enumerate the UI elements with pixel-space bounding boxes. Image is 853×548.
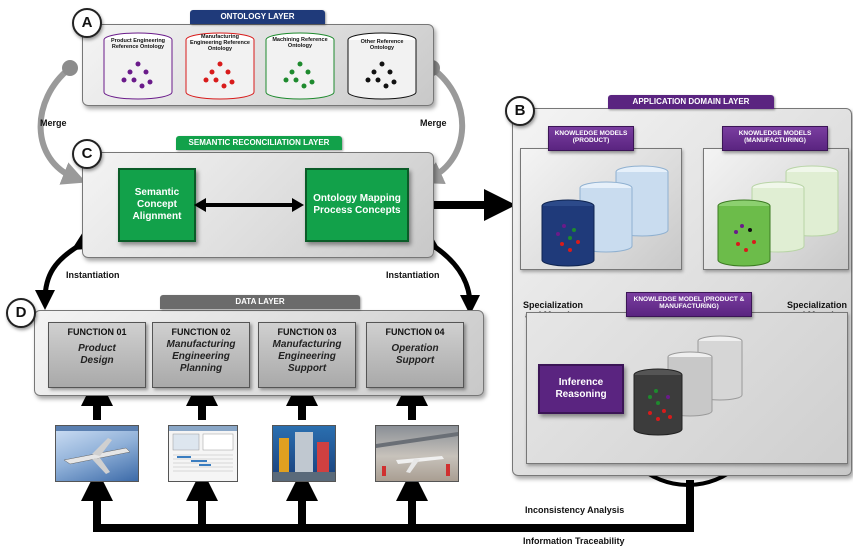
data-layer-tab: DATA LAYER — [160, 295, 360, 309]
manufacturing-support-image — [272, 425, 336, 482]
function-04-box: FUNCTION 04 Operation Support — [366, 322, 464, 388]
semantic-double-arrow — [194, 198, 304, 212]
ontology-cylinder-product — [103, 32, 173, 100]
function-01-body: Product Design — [78, 343, 116, 366]
instantiation-left-label: Instantiation — [66, 270, 120, 280]
instantiation-right-label: Instantiation — [386, 270, 440, 280]
semantic-box1-text: Semantic Concept Alignment — [132, 187, 182, 222]
ontology-layer-tab: ONTOLOGY LAYER — [190, 10, 325, 24]
badge-b: B — [505, 96, 535, 126]
merge-right-arrow — [419, 65, 466, 184]
merge-left-label: Merge — [40, 118, 67, 128]
inconsistency-analysis-label: Inconsistency Analysis — [525, 505, 625, 515]
inference-reasoning-text: Inference Reasoning — [555, 377, 607, 400]
ontology-cylinders — [103, 32, 417, 100]
function-03-body: Manufacturing Engineering Support — [272, 339, 342, 374]
product-models-tab: KNOWLEDGE MODELS (PRODUCT) — [548, 126, 634, 151]
combined-cylinders — [633, 335, 743, 436]
function-01-box: FUNCTION 01 Product Design — [48, 322, 146, 388]
merge-left-arrow — [37, 65, 87, 185]
ontology-cylinder-machining — [265, 32, 335, 100]
manufacturing-cylinders — [717, 165, 839, 267]
merge-right-label: Merge — [420, 118, 447, 128]
ontology-cylinder-manufacturing — [185, 32, 255, 100]
function-03-title: FUNCTION 03 — [277, 327, 337, 337]
function-04-title: FUNCTION 04 — [385, 327, 445, 337]
product-cylinders — [541, 165, 669, 267]
cad-aircraft-image — [55, 425, 139, 482]
badge-a: A — [72, 8, 102, 38]
manufacturing-models-tab: KNOWLEDGE MODELS (MANUFACTURING) — [722, 126, 828, 151]
ontology-label-manufacturing: Manufacturing Engineering Reference Onto… — [190, 34, 250, 52]
function-04-body: Operation Support — [391, 343, 439, 366]
ontology-label-machining: Machining Reference Ontology — [272, 37, 328, 49]
application-layer-tab: APPLICATION DOMAIN LAYER — [608, 95, 774, 109]
combined-model-tab: KNOWLEDGE MODEL (PRODUCT & MANUFACTURING… — [626, 292, 752, 317]
semantic-layer-tab: SEMANTIC RECONCILIATION LAYER — [176, 136, 342, 150]
function-02-body: Manufacturing Engineering Planning — [166, 339, 236, 374]
semantic-concept-alignment-box: Semantic Concept Alignment — [118, 168, 196, 242]
inference-reasoning-box: Inference Reasoning — [538, 364, 624, 414]
operation-hangar-image — [375, 425, 459, 482]
ontology-cylinder-other — [347, 32, 417, 100]
planning-software-image — [168, 425, 238, 482]
function-03-box: FUNCTION 03 Manufacturing Engineering Su… — [258, 322, 356, 388]
function-02-title: FUNCTION 02 — [171, 327, 231, 337]
function-01-title: FUNCTION 01 — [67, 327, 127, 337]
information-traceability-label: Information Traceability — [523, 536, 625, 546]
ontology-label-product: Product Engineering Reference Ontology — [110, 38, 166, 50]
badge-d: D — [6, 298, 36, 328]
function-02-box: FUNCTION 02 Manufacturing Engineering Pl… — [152, 322, 250, 388]
traceability-bus — [93, 480, 694, 532]
ontology-mapping-box: Ontology Mapping Process Concepts — [305, 168, 409, 242]
ontology-label-other: Other Reference Ontology — [360, 39, 404, 51]
badge-c: C — [72, 139, 102, 169]
semantic-box2-text: Ontology Mapping Process Concepts — [313, 193, 401, 216]
